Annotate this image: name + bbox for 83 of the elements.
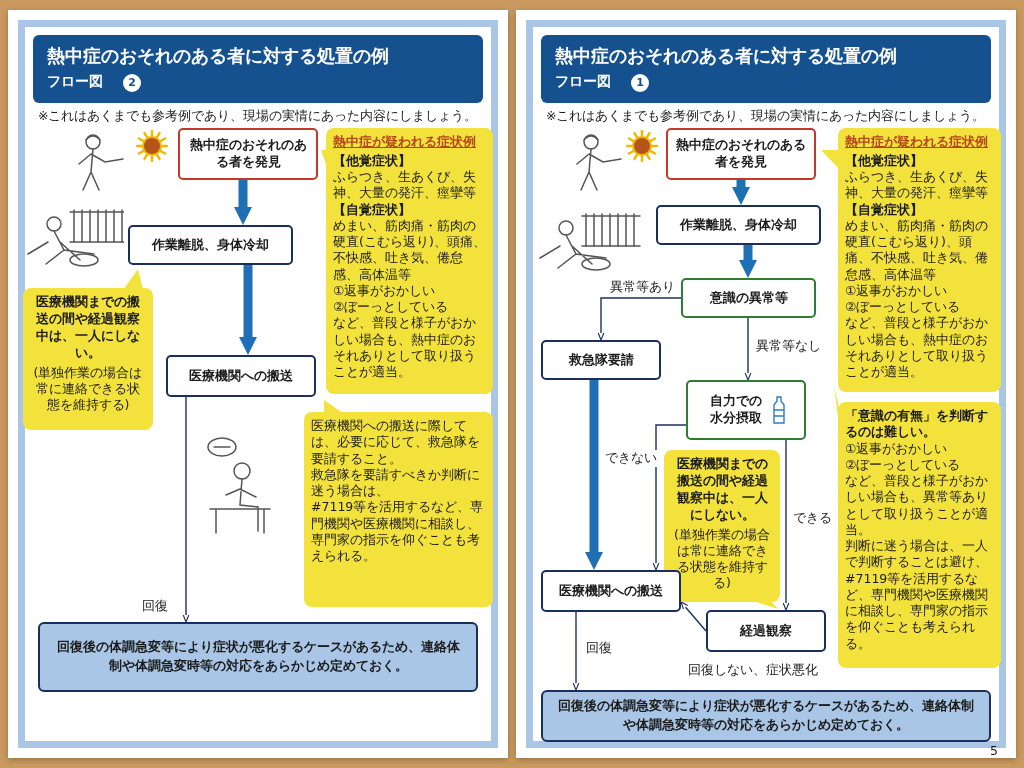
callout-text: 【自覚症状】	[333, 201, 412, 218]
callout-text: 医療機関までの搬送の間や経過観察中は、一人にしない。	[35, 294, 141, 362]
callout-bubble	[834, 386, 1001, 668]
callout-text: 「意識の有無」を判断するのは難しい。	[845, 408, 989, 441]
block-arrow	[239, 265, 257, 355]
arrow	[744, 317, 752, 381]
edge-label: できる	[791, 510, 834, 527]
callout-text: ①返事がおかしい	[845, 440, 949, 457]
note-band	[38, 622, 478, 692]
callout-text: ②ぼーっとしている	[845, 299, 962, 316]
callout-text: #7119等を活用するなど、専門機関や医療機関に相談し、専門家の指示を仰ぐことも考えられる。	[311, 499, 485, 565]
arrow	[182, 396, 190, 623]
step-label: 医療機関への搬送	[559, 582, 663, 600]
arrow	[652, 424, 687, 571]
process-box	[681, 278, 816, 318]
step-label: 熱中症のおそれのある者を発見	[188, 137, 308, 171]
number-badge: 2	[123, 74, 141, 92]
callout-text: 【自覚症状】	[845, 201, 924, 218]
callout-text: など、普段と様子がおかしい場合も、熱中症のおそれありとして取り扱うことが適当。	[333, 315, 477, 381]
arrow	[572, 611, 580, 691]
step-label: 経過観察	[740, 622, 792, 640]
band-text: 回復後の体調急変等により症状が悪化するケースがあるため、連絡体制や体調急変時等の対応をあらかじめ定めておく。	[55, 638, 461, 675]
block-arrow	[732, 180, 750, 205]
process-box	[666, 128, 816, 180]
callout-text: 判断に迷う場合は、一人で判断することは避け、#7119等を活用するなど、専門機関や医療機関に相談し、専門家の指示を仰ぐことも考えられる。	[845, 538, 989, 652]
callout-text: 【他覚症状】	[333, 152, 412, 170]
flow-label: フロー図	[47, 73, 103, 91]
callout-heading: 熱中症が疑われる症状例	[333, 134, 477, 151]
process-box	[706, 610, 826, 652]
edge-label: 回復しない、症状悪化	[686, 662, 820, 679]
process-box	[541, 340, 661, 380]
step-label: 自力での水分摂取	[709, 393, 763, 427]
edge-label: できない	[603, 450, 659, 467]
footnote: ※これはあくまでも参考例であり、現場の実情にあった内容にしましょう。	[546, 108, 986, 125]
edge-label: 回復	[584, 640, 614, 657]
callout-bubble	[321, 128, 493, 394]
process-box	[128, 225, 293, 265]
block-arrow	[739, 245, 757, 278]
step-label: 作業離脱、身体冷却	[152, 236, 269, 254]
footnote: ※これはあくまでも参考例であり、現場の実情にあった内容にしましょう。	[38, 108, 478, 125]
step-label: 作業離脱、身体冷却	[680, 216, 797, 234]
edge-label: 回復	[140, 598, 170, 615]
callout-text: (単独作業の場合は常に連絡できる状態を維持する)	[673, 526, 771, 592]
callout-text: めまい、筋肉痛・筋肉の硬直(こむら返り)、頭痛、不快感、吐き気、倦怠感、高体温等	[845, 217, 989, 283]
band-text: 回復後の体調急変等により症状が悪化するケースがあるため、連絡体制や体調急変時等の対応をあらかじめ定めておく。	[557, 697, 975, 734]
block-arrow	[234, 180, 252, 225]
callout-text: 【他覚症状】	[845, 152, 924, 170]
process-box	[178, 128, 318, 180]
callout-text: ふらつき、生あくび、失神、大量の発汗、痙攣等	[845, 169, 989, 202]
note-band	[541, 690, 991, 742]
callout-text: ①返事がおかしい	[845, 282, 949, 300]
step-label: 熱中症のおそれのある者を発見	[675, 137, 807, 171]
arrow	[680, 601, 707, 632]
callout-text: (単独作業の場合は常に連絡できる状態を維持する)	[32, 364, 144, 414]
callout-text: 救急隊を要請すべきか判断に迷う場合は、	[311, 466, 481, 500]
callout-text: 医療機関への搬送に際しては、必要に応じて、救急隊を要請すること。	[311, 418, 481, 467]
sheet-title: 熱中症のおそれのある者に対する処置の例	[555, 44, 897, 68]
callout-bubble	[304, 400, 493, 607]
callout-text: など、普段と様子がおかしい場合も、熱中症のおそれありとして取り扱うことが適当。	[845, 315, 989, 381]
step-label: 救急隊要請	[568, 351, 634, 369]
callout-text: ふらつき、生あくび、失神、大量の発汗、痙攣等	[333, 169, 477, 202]
flow-label: フロー図	[555, 73, 611, 91]
arrow	[782, 439, 790, 611]
arrow	[597, 297, 682, 341]
page-number: 5	[990, 743, 998, 758]
callout-text: ②ぼーっとしている	[333, 299, 450, 316]
callout-bubble	[821, 128, 1001, 392]
sheet-title: 熱中症のおそれのある者に対する処置の例	[47, 44, 389, 68]
callout-bubble	[23, 269, 153, 430]
process-box	[166, 355, 316, 397]
callout-heading: 熱中症が疑われる症状例	[845, 134, 989, 151]
callout-text: 医療機関までの搬送の間や経過観察中は、一人にしない。	[675, 456, 769, 524]
step-label: 意識の異常等	[709, 289, 788, 307]
callout-text: ①返事がおかしい	[333, 282, 437, 300]
callout-text: めまい、筋肉痛・筋肉の硬直(こむら返り)、頭痛、不快感、吐き気、倦怠感、高体温等	[333, 217, 486, 283]
process-box	[656, 205, 821, 245]
callout-text: など、普段と様子がおかしい場合も、異常等ありとして取り扱うことが適当。	[845, 473, 989, 538]
block-arrow	[585, 380, 603, 570]
process-box	[686, 380, 806, 440]
callout-bubble	[664, 450, 780, 609]
step-label: 医療機関への搬送	[189, 367, 293, 385]
number-badge: 1	[631, 74, 649, 92]
callout-text: ②ぼーっとしている	[845, 456, 962, 473]
